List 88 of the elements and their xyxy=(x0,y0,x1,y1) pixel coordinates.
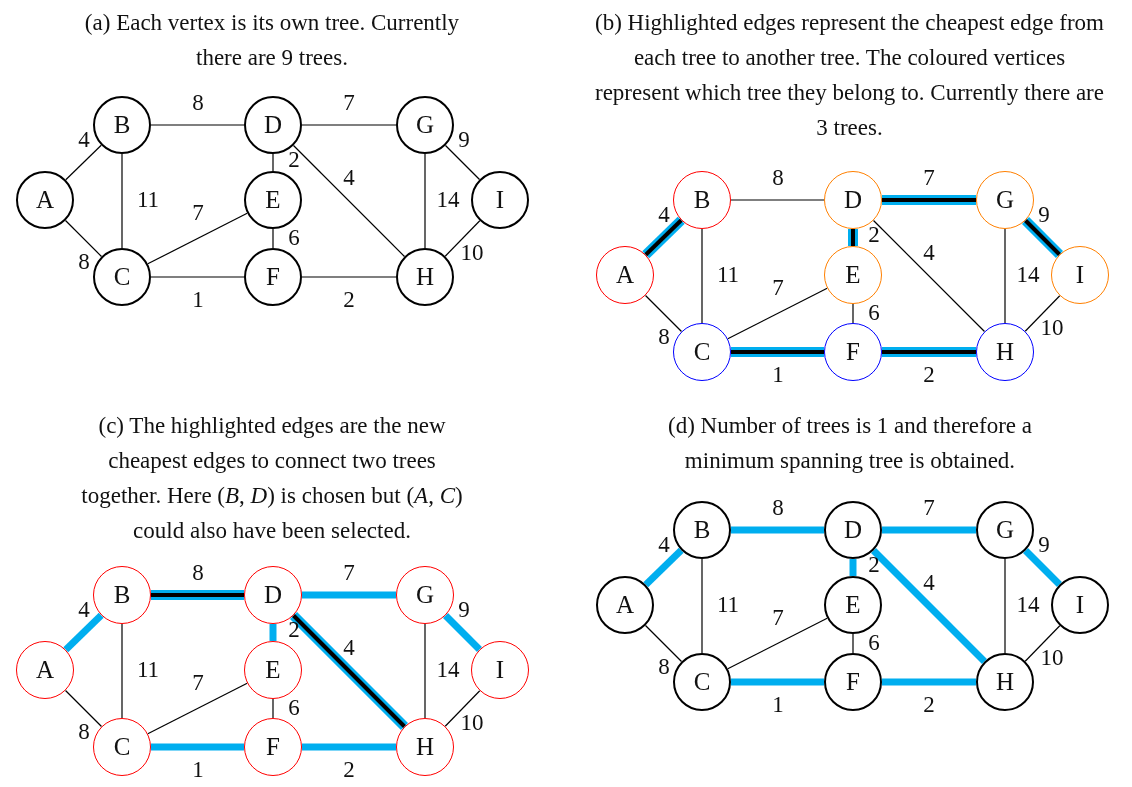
edge-weight: 10 xyxy=(460,241,484,265)
edge-weight: 7 xyxy=(772,606,784,630)
vertex-circle: A xyxy=(16,171,74,229)
vertex-circle: G xyxy=(976,501,1034,559)
edge-weight: 8 xyxy=(772,166,784,190)
vertex-circle: E xyxy=(824,246,882,304)
edge-weight: 2 xyxy=(343,288,355,312)
edge-weight: 9 xyxy=(458,598,470,622)
edge-weight: 10 xyxy=(1040,316,1064,340)
vertex-circle: G xyxy=(396,566,454,624)
vertex-circle: G xyxy=(396,96,454,154)
edge-weight: 7 xyxy=(923,166,935,190)
vertex-circle: F xyxy=(244,248,302,306)
edge-weight: 2 xyxy=(923,693,935,717)
panel-caption: (d) Number of trees is 1 and therefore a minimum spanning tree is obtained. xyxy=(667,412,1033,475)
vertex-circle: F xyxy=(824,653,882,711)
edge-weight: 4 xyxy=(923,571,935,595)
edge-weight: 8 xyxy=(772,496,784,520)
edge-weight: 14 xyxy=(1016,593,1040,617)
vertex-circle: B xyxy=(673,171,731,229)
vertex-circle: E xyxy=(244,171,302,229)
edge-weight: 11 xyxy=(716,263,740,287)
panel-caption: (c) The highlighted edges are the new cheapest edges to connect two trees together. Here (B, D) is chosen but (A, C) could also have been selected. xyxy=(80,412,464,545)
edge-weight: 10 xyxy=(1040,646,1064,670)
edge-weight: 4 xyxy=(923,241,935,265)
edge-weight: 9 xyxy=(458,128,470,152)
edge-weight: 6 xyxy=(288,226,300,250)
edge-weight: 2 xyxy=(923,363,935,387)
vertex-circle: H xyxy=(976,323,1034,381)
vertex-circle: G xyxy=(976,171,1034,229)
vertex-circle: E xyxy=(244,641,302,699)
edge-weight: 7 xyxy=(343,561,355,585)
panel-caption: (b) Highlighted edges represent the cheapest edge from each tree to another tree. The coloured vertices represent which tree they belong to. Currently there are 3 trees. xyxy=(594,9,1105,142)
edge-weight: 4 xyxy=(658,203,670,227)
edge-weight: 8 xyxy=(192,91,204,115)
vertex-circle: I xyxy=(471,171,529,229)
edge-weight: 11 xyxy=(136,658,160,682)
edge-weight: 8 xyxy=(78,250,90,274)
edge-weight: 4 xyxy=(78,128,90,152)
edge-weight: 6 xyxy=(288,696,300,720)
edge-weight: 7 xyxy=(923,496,935,520)
vertex-circle: A xyxy=(596,246,654,304)
vertex-circle: B xyxy=(93,566,151,624)
edge-weight: 7 xyxy=(192,201,204,225)
vertex-circle: E xyxy=(824,576,882,634)
edge-weight: 9 xyxy=(1038,203,1050,227)
edge-weight: 11 xyxy=(136,188,160,212)
vertex-circle: A xyxy=(16,641,74,699)
edge-weight: 4 xyxy=(78,598,90,622)
edge-weight: 1 xyxy=(772,693,784,717)
vertex-circle: B xyxy=(93,96,151,154)
edge-weight: 10 xyxy=(460,711,484,735)
edge-weight: 14 xyxy=(1016,263,1040,287)
vertex-circle: C xyxy=(673,323,731,381)
edge-weight: 9 xyxy=(1038,533,1050,557)
edge-weight: 7 xyxy=(772,276,784,300)
edge-weight: 1 xyxy=(192,288,204,312)
edge-weight: 6 xyxy=(868,301,880,325)
edge-weight: 6 xyxy=(868,631,880,655)
edge-weight: 14 xyxy=(436,658,460,682)
vertex-circle: H xyxy=(396,248,454,306)
edge-weight: 8 xyxy=(658,325,670,349)
edge-weight: 4 xyxy=(343,636,355,660)
vertex-circle: C xyxy=(93,718,151,776)
edge-weight: 7 xyxy=(343,91,355,115)
edge-weight: 14 xyxy=(436,188,460,212)
edge-weight: 8 xyxy=(658,655,670,679)
vertex-circle: H xyxy=(396,718,454,776)
edge-weight: 2 xyxy=(343,758,355,782)
vertex-circle: A xyxy=(596,576,654,634)
vertex-circle: I xyxy=(471,641,529,699)
edge-weight: 8 xyxy=(192,561,204,585)
vertex-circle: I xyxy=(1051,246,1109,304)
vertex-circle: F xyxy=(244,718,302,776)
edge-weight: 4 xyxy=(343,166,355,190)
edge-weight: 1 xyxy=(192,758,204,782)
edge-weight: 4 xyxy=(658,533,670,557)
vertex-circle: C xyxy=(93,248,151,306)
vertex-circle: C xyxy=(673,653,731,711)
edge-weight: 7 xyxy=(192,671,204,695)
panel-caption: (a) Each vertex is its own tree. Currently there are 9 trees. xyxy=(83,9,461,72)
vertex-circle: B xyxy=(673,501,731,559)
vertex-circle: I xyxy=(1051,576,1109,634)
vertex-circle: H xyxy=(976,653,1034,711)
vertex-circle: F xyxy=(824,323,882,381)
edge-weight: 1 xyxy=(772,363,784,387)
edge-weight: 8 xyxy=(78,720,90,744)
edge-weight: 11 xyxy=(716,593,740,617)
